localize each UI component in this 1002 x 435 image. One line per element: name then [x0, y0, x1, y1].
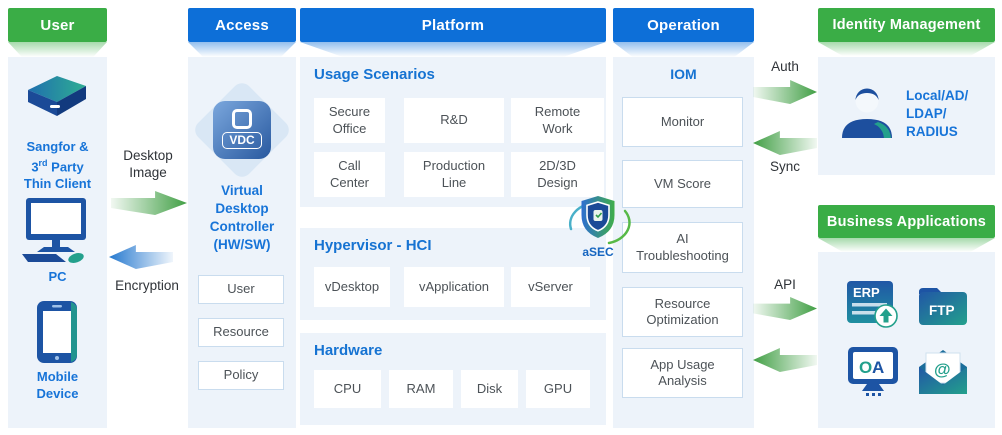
business-applications-header: Business Applications	[818, 205, 995, 238]
encryption-arrow-left-icon	[109, 245, 173, 269]
asec-label: aSEC	[582, 245, 614, 259]
pc-icon	[22, 198, 86, 263]
auth-arrow-label: Auth	[771, 59, 799, 74]
vdc-label-line3: Controller	[209, 219, 275, 234]
usage-box-remote-work: Remote Work	[511, 98, 604, 143]
oa-app-icon: O A	[848, 347, 898, 396]
hardware-title: Hardware	[314, 342, 383, 359]
access-box-user: User	[198, 275, 284, 304]
business-header-pedestal	[818, 238, 995, 252]
identity-management-header: Identity Management	[818, 8, 995, 42]
hardware-card: Hardware CPU RAM Disk GPU	[300, 333, 606, 425]
sync-arrow-left-icon	[753, 131, 817, 155]
sync-arrow-label: Sync	[769, 159, 800, 174]
operation-box-app-usage-analysis: App Usage Analysis	[622, 348, 743, 398]
platform-column-header: Platform	[300, 8, 606, 42]
hardware-box-disk: Disk	[461, 370, 518, 408]
user-panel: Sangfor & 3rd Party Thin Client PC Mobil…	[8, 57, 107, 428]
usage-box-production-line: Production Line	[404, 152, 504, 197]
business-return-arrow-left-icon	[753, 348, 817, 372]
identity-line-local-ad: Local/AD/	[906, 88, 969, 103]
identity-panel: Local/AD/ LDAP/ RADIUS	[818, 57, 995, 175]
vdc-badge-text: VDC	[222, 132, 262, 149]
api-arrow-label: API	[774, 277, 796, 292]
thin-client-label-sup: rd	[38, 158, 48, 168]
iom-title: IOM	[670, 66, 697, 82]
thin-client-label-rest: Party	[47, 159, 84, 175]
hardware-box-gpu: GPU	[526, 370, 590, 408]
hardware-box-ram: RAM	[389, 370, 453, 408]
usage-box-call-center: Call Center	[314, 152, 385, 197]
identity-line-radius: RADIUS	[906, 124, 958, 139]
thin-client-label-line1: Sangfor &	[26, 139, 89, 154]
erp-app-icon: ERP	[847, 281, 898, 328]
thin-client-label-num: 3	[31, 159, 39, 175]
mobile-device-label: Mobile Device	[8, 368, 107, 402]
access-box-policy: Policy	[198, 361, 284, 390]
usage-scenarios-card: Usage Scenarios Secure Office R&D Remote…	[300, 57, 606, 207]
user-header-pedestal	[8, 42, 107, 57]
mobile-device-icon	[37, 301, 77, 363]
hypervisor-card: Hypervisor - HCI vDesktop vApplication v…	[300, 228, 606, 320]
svg-text:A: A	[872, 358, 884, 377]
thin-client-icon	[28, 76, 86, 116]
usage-scenarios-title: Usage Scenarios	[314, 66, 435, 83]
operation-box-resource-optimization: Resource Optimization	[622, 287, 743, 337]
desktop-image-arrow-label: Desktop Image	[123, 148, 173, 180]
access-box-resource: Resource	[198, 318, 284, 347]
svg-text:ERP: ERP	[853, 285, 880, 300]
identity-header-pedestal	[818, 42, 995, 56]
mobile-label-line1: Mobile	[36, 369, 79, 384]
operation-box-monitor: Monitor	[622, 97, 743, 147]
api-arrow-right-icon	[753, 297, 817, 320]
hypervisor-title: Hypervisor - HCI	[314, 237, 432, 254]
user-person-icon	[842, 88, 892, 138]
hypervisor-box-vapplication: vApplication	[404, 267, 504, 307]
vdc-label-line2: Desktop	[215, 201, 269, 216]
platform-header-pedestal	[300, 42, 606, 57]
thin-client-label-line3: Thin Client	[23, 176, 92, 192]
mobile-label-line2: Device	[36, 386, 79, 401]
identity-protocols-label: Local/AD/ LDAP/ RADIUS	[906, 87, 968, 141]
auth-arrow-right-icon	[753, 80, 817, 104]
operation-box-vm-score: VM Score	[622, 160, 743, 208]
hypervisor-box-vserver: vServer	[511, 267, 590, 307]
thin-client-label: Sangfor & 3rd Party Thin Client	[8, 138, 107, 192]
operation-column-header: Operation	[613, 8, 754, 42]
usage-box-rd: R&D	[404, 98, 504, 143]
ftp-app-icon: FTP	[919, 288, 967, 325]
user-column-header: User	[8, 8, 107, 42]
vdc-label-line4: (HW/SW)	[213, 237, 271, 252]
svg-text:FTP: FTP	[929, 303, 955, 318]
pc-label: PC	[48, 269, 67, 284]
vdc-icon: VDC	[213, 101, 271, 159]
business-panel: ERP FTP O A @	[818, 252, 995, 428]
hypervisor-box-vdesktop: vDesktop	[314, 267, 390, 307]
email-app-icon: @	[919, 350, 967, 394]
desktop-image-arrow-right-icon	[111, 191, 187, 215]
svg-text:O: O	[859, 358, 872, 377]
access-panel: VDC Virtual Desktop Controller (HW/SW) U…	[188, 57, 296, 428]
vdc-label-line1: Virtual	[221, 183, 263, 198]
vdc-window-glyph	[232, 109, 252, 129]
usage-box-secure-office: Secure Office	[314, 98, 385, 143]
encryption-arrow-label: Encryption	[115, 278, 179, 293]
vdc-label: Virtual Desktop Controller (HW/SW)	[188, 182, 296, 254]
identity-line-ldap: LDAP/	[906, 106, 947, 121]
operation-panel: IOM Monitor VM Score AI Troubleshooting …	[613, 57, 754, 428]
operation-header-pedestal	[613, 42, 754, 57]
operation-box-ai-troubleshooting: AI Troubleshooting	[622, 222, 743, 273]
svg-text:@: @	[934, 360, 951, 379]
usage-box-2d3d-design: 2D/3D Design	[511, 152, 604, 197]
access-header-pedestal	[188, 42, 296, 57]
asec-shield-icon	[569, 196, 631, 245]
asec-security-badge: aSEC	[562, 193, 634, 259]
access-column-header: Access	[188, 8, 296, 42]
hardware-box-cpu: CPU	[314, 370, 381, 408]
